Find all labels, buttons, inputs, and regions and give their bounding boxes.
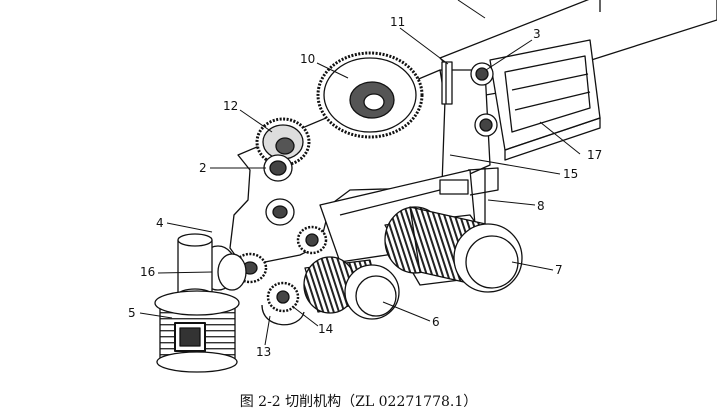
label-15: 14 <box>318 322 333 336</box>
label-13: 13 <box>256 345 271 359</box>
sensor-12 <box>441 61 453 105</box>
label-8: 8 <box>537 199 545 213</box>
label-3: 3 <box>533 27 541 41</box>
label-4: 4 <box>156 216 164 230</box>
label-12: 11 <box>390 15 405 29</box>
figure-caption: 图 2-2 切削机构（ZL 02271778.1） <box>239 394 478 410</box>
label-11: 12 <box>223 99 238 113</box>
label-14: 15 <box>563 167 578 181</box>
motor-6 <box>303 256 400 320</box>
label-2: 2 <box>199 161 207 175</box>
label-17: 17 <box>587 148 602 162</box>
label-10: 10 <box>300 52 315 66</box>
label-7: 7 <box>555 263 563 277</box>
roller-2 <box>263 154 295 226</box>
gear-cluster-15 <box>266 281 300 313</box>
callout-labels: 11 3 10 12 2 17 15 8 4 16 7 5 6 14 13 <box>128 15 602 359</box>
leader-lines <box>139 0 581 346</box>
channel-profile-17 <box>489 39 601 161</box>
gear-upper <box>296 225 328 255</box>
saw-blade-10 <box>316 51 424 139</box>
motor-5 <box>154 290 240 373</box>
label-6: 6 <box>432 315 440 329</box>
label-5: 5 <box>128 306 136 320</box>
bracket-13 <box>261 304 305 326</box>
label-16: 16 <box>140 265 155 279</box>
motor-7 <box>384 206 523 293</box>
